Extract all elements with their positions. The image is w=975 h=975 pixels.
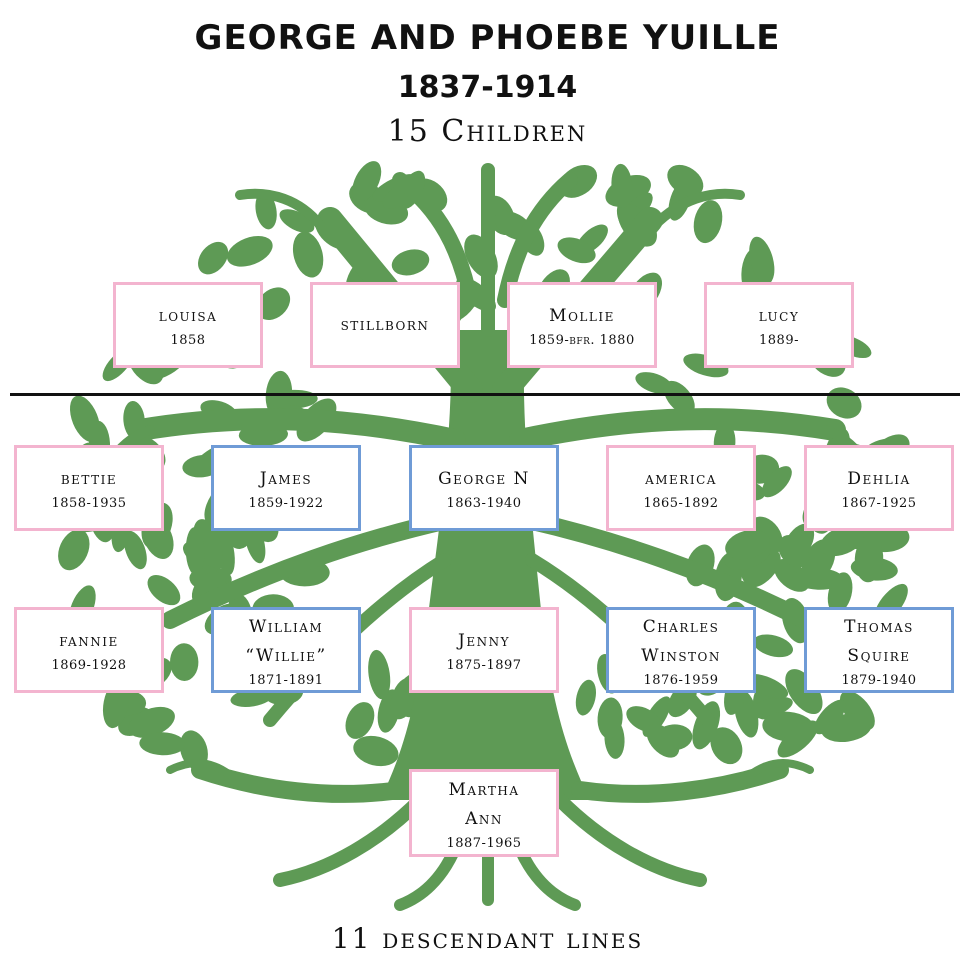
children-count-label: 15 Children — [387, 114, 588, 149]
child-card: lucy 1889- — [704, 282, 854, 368]
child-dates: 1867-1925 — [841, 496, 917, 511]
child-card: america 1865-1892 — [606, 445, 756, 531]
child-name-line: “Willie” — [245, 645, 327, 666]
child-dates: 1858 — [170, 333, 206, 348]
child-name-line: fannie — [59, 631, 119, 651]
child-name-line: Mollie — [549, 306, 615, 326]
child-dates: 1858-1935 — [51, 496, 127, 511]
child-name-line: Ann — [465, 808, 503, 829]
child-card: louisa 1858 — [113, 282, 263, 368]
child-dates: 1863-1940 — [446, 496, 522, 511]
child-dates: 1889- — [759, 333, 799, 348]
years-label: 1837-1914 — [397, 70, 578, 105]
child-name: Mollie — [549, 302, 615, 331]
page-title: GEORGE AND PHOEBE YUILLE — [194, 18, 781, 58]
child-card: stillborn — [310, 282, 460, 368]
divider-line — [10, 393, 960, 396]
child-dates: 1871-1891 — [248, 672, 324, 688]
child-card: William “Willie” 1871-1891 — [211, 607, 361, 693]
child-name: Jenny — [458, 627, 510, 656]
child-name-line: Martha — [448, 779, 520, 800]
child-name: louisa — [159, 302, 218, 331]
child-card: fannie 1869-1928 — [14, 607, 164, 693]
child-name-line: Thomas — [844, 616, 914, 637]
child-name: bettie — [61, 465, 117, 494]
child-card: Jenny 1875-1897 — [409, 607, 559, 693]
child-name-line: George N — [438, 469, 530, 489]
child-name-line: stillborn — [340, 314, 430, 335]
child-name: stillborn — [341, 311, 430, 340]
child-name-line: William — [248, 616, 324, 637]
child-name-line: Dehlia — [847, 469, 911, 489]
child-name-line: Charles — [642, 616, 720, 637]
child-name: america — [645, 465, 717, 494]
child-dates: 1859-1922 — [248, 496, 324, 511]
child-name-line: Jenny — [458, 631, 510, 651]
child-dates: 1875-1897 — [446, 658, 522, 673]
child-card: Dehlia 1867-1925 — [804, 445, 954, 531]
child-card: Mollie 1859-bfr. 1880 — [507, 282, 657, 368]
child-name-line: James — [259, 469, 313, 489]
child-name-line: bettie — [60, 469, 118, 489]
child-dates: 1876-1959 — [643, 672, 719, 688]
child-dates: 1865-1892 — [643, 496, 719, 511]
child-card: bettie 1858-1935 — [14, 445, 164, 531]
child-card: George N 1863-1940 — [409, 445, 559, 531]
child-dates: 1869-1928 — [51, 658, 127, 673]
descendant-lines-label: 11 descendant lines — [331, 922, 644, 955]
child-name-line: louisa — [158, 306, 218, 326]
child-name-line: Winston — [641, 645, 721, 666]
child-dates: 1879-1940 — [841, 672, 917, 688]
child-name: Dehlia — [847, 465, 910, 494]
child-name: William “Willie” — [245, 613, 327, 671]
child-name-line: Squire — [847, 645, 911, 666]
child-name: James — [260, 465, 312, 494]
child-dates: 1859-bfr. 1880 — [529, 333, 635, 348]
child-card: James 1859-1922 — [211, 445, 361, 531]
child-name-line: lucy — [758, 306, 800, 326]
child-name: George N — [438, 465, 530, 494]
child-dates: 1887-1965 — [446, 835, 522, 851]
child-name: fannie — [59, 627, 118, 656]
child-name: lucy — [759, 302, 800, 331]
child-name-line: america — [645, 469, 717, 489]
